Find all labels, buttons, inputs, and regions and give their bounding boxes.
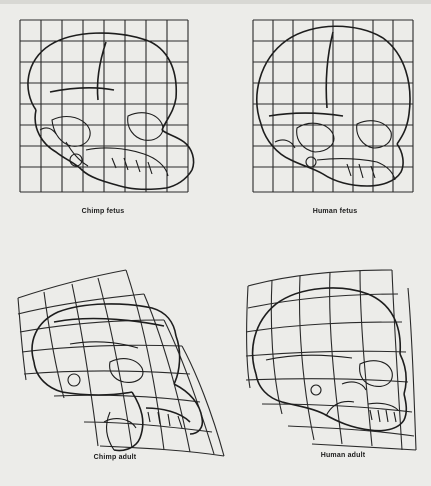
caption-chimp-adult: Chimp adult bbox=[70, 454, 160, 461]
caption-chimp-fetus: Chimp fetus bbox=[58, 208, 148, 215]
chimp-fetus-skull bbox=[28, 33, 194, 189]
chimp-adult-warped-grid bbox=[18, 270, 224, 456]
chimp-fetus-diagram bbox=[16, 20, 196, 195]
chimp-adult-diagram bbox=[14, 262, 234, 462]
human-fetus-diagram bbox=[247, 20, 417, 195]
human-fetus-grid bbox=[253, 20, 413, 192]
human-adult-warped-grid bbox=[246, 270, 416, 450]
human-adult-diagram bbox=[242, 264, 420, 454]
caption-human-adult: Human adult bbox=[298, 452, 388, 459]
caption-human-fetus: Human fetus bbox=[290, 208, 380, 215]
